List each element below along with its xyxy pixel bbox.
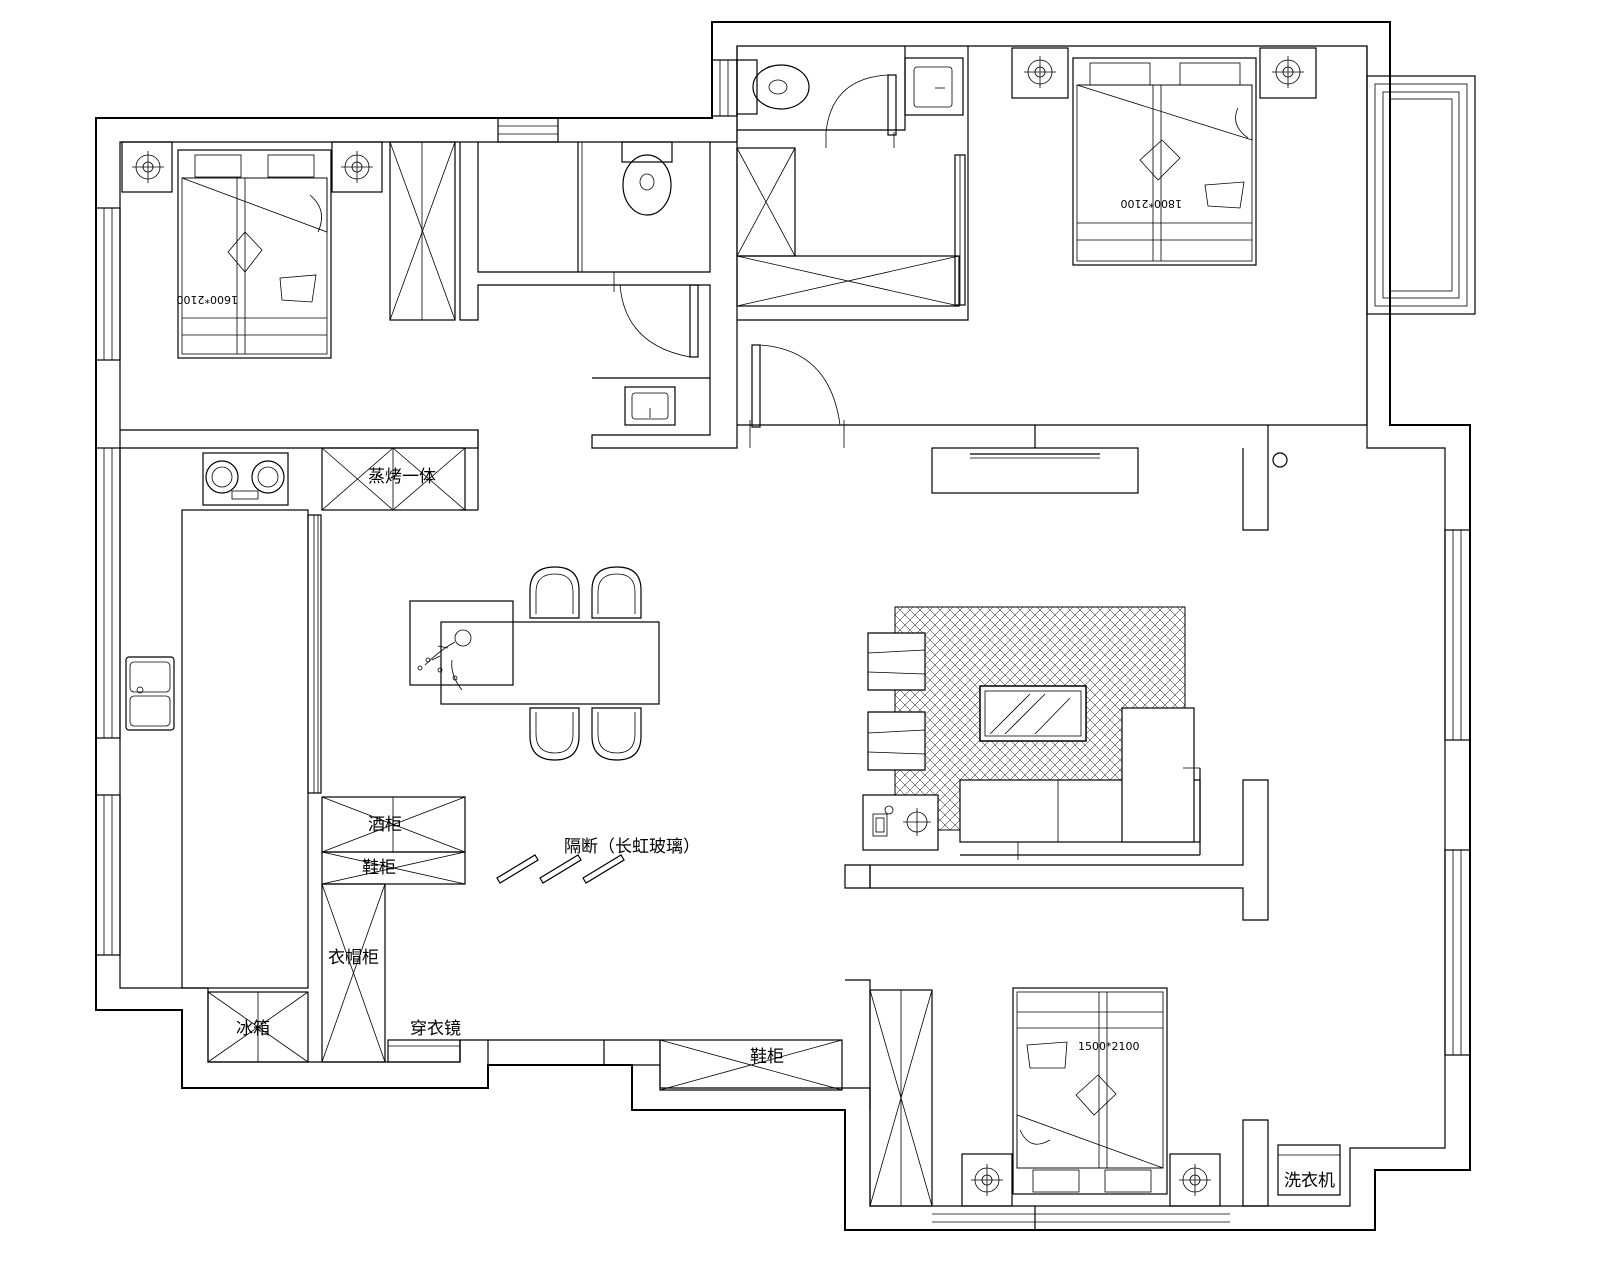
coffee-table (979, 685, 1087, 742)
dining-table (440, 621, 660, 705)
sink-right (904, 57, 964, 116)
counter-left (181, 509, 309, 989)
washer-label: 洗衣机 (1284, 1171, 1335, 1191)
shower (736, 147, 966, 307)
bay-window (1366, 75, 1476, 315)
lounge-chair (867, 632, 926, 691)
lamp-icon (1272, 56, 1304, 88)
shoe-cabinet-entry-label: 鞋柜 (750, 1047, 784, 1067)
bed-size-label: 1800*2100 (1121, 197, 1183, 210)
bed-size-label: 1500*2100 (1078, 1040, 1140, 1053)
oven-label: 蒸烤一体 (368, 467, 436, 487)
chair-icon (591, 707, 642, 761)
shoe-cabinet-inner: 鞋柜 (321, 851, 466, 885)
tv-cabinet (931, 447, 1139, 494)
window-right-lower (1444, 849, 1471, 1056)
nightstand-left (121, 141, 173, 193)
bed-left: 1600*2100 (177, 149, 332, 359)
mirror-label: 穿衣镜 (410, 1019, 461, 1039)
bathroom-left (577, 141, 699, 426)
wine-cabinet-label: 酒柜 (368, 815, 402, 835)
washer: 洗衣机 (1277, 1144, 1341, 1196)
fridge: 冰箱 (207, 991, 309, 1063)
interior-walls (120, 46, 1368, 1230)
mirror: 穿衣镜 (387, 1019, 461, 1063)
door-bedroom-right (749, 344, 845, 448)
bedroom-bottom: 1500*2100 (869, 987, 1221, 1207)
wardrobe-left (389, 141, 456, 321)
lounge-chair (867, 711, 926, 771)
decor-panel (409, 600, 514, 686)
column-marker (1272, 452, 1288, 468)
chair-icon (529, 566, 580, 619)
kitchen: 蒸烤一体 冰箱 (125, 447, 466, 1063)
nightstand-left (1011, 47, 1069, 99)
bed-size-label: 1600*2100 (177, 293, 239, 306)
oven-cabinet: 蒸烤一体 (321, 447, 466, 511)
nightstand-right (1169, 1153, 1221, 1207)
wardrobe-entry: 衣帽柜 (321, 883, 386, 1063)
window-bottom (932, 1213, 1230, 1223)
window-right-upper (1444, 529, 1471, 741)
chair-icon (529, 707, 580, 761)
lamp-icon (341, 151, 373, 183)
fridge-label: 冰箱 (236, 1019, 270, 1039)
toilet-icon (736, 59, 810, 115)
stove-icon (202, 452, 289, 506)
lamp-icon (1024, 56, 1056, 88)
nightstand-right (1259, 47, 1317, 99)
nightstand-left (961, 1153, 1013, 1207)
shoe-cabinet-inner-label: 鞋柜 (362, 858, 396, 878)
lamp-icon (1179, 1164, 1211, 1196)
wardrobe-bottom (869, 989, 933, 1207)
lamp-icon (132, 151, 164, 183)
shoe-cabinet-entry: 鞋柜 (659, 1039, 843, 1091)
wardrobe-label: 衣帽柜 (328, 948, 379, 968)
door-bathroom-left (613, 272, 699, 358)
dining-set (409, 566, 660, 761)
chair-icon (591, 566, 642, 619)
partition-label: 隔断（长虹玻璃） (564, 837, 700, 857)
bedroom-right: 1800*2100 (1011, 47, 1317, 266)
window-top-bath (711, 59, 738, 117)
bed-bottom: 1500*2100 (1012, 987, 1168, 1195)
window-left-upper (95, 207, 121, 361)
bed-right: 1800*2100 (1072, 57, 1257, 266)
door-bathroom-right (825, 74, 897, 148)
lamp-icon (971, 1164, 1003, 1196)
window-left-middle (95, 447, 121, 739)
sliding-door-kitchen (307, 514, 322, 794)
wine-cabinet: 酒柜 (321, 796, 466, 853)
glass-partition: 隔断（长虹玻璃） (496, 837, 700, 884)
nightstand-right (331, 141, 383, 193)
bedroom-left: 1600*2100 (121, 141, 456, 359)
sofa (959, 707, 1201, 860)
living-room (862, 447, 1288, 860)
window-top-small (497, 117, 559, 143)
bathroom-right (736, 57, 966, 448)
window-left-lower (95, 794, 121, 956)
plant-icon (417, 629, 472, 691)
toilet-icon (621, 141, 673, 216)
sink-left (624, 386, 676, 426)
side-table (862, 794, 939, 851)
sink-icon (125, 656, 175, 731)
